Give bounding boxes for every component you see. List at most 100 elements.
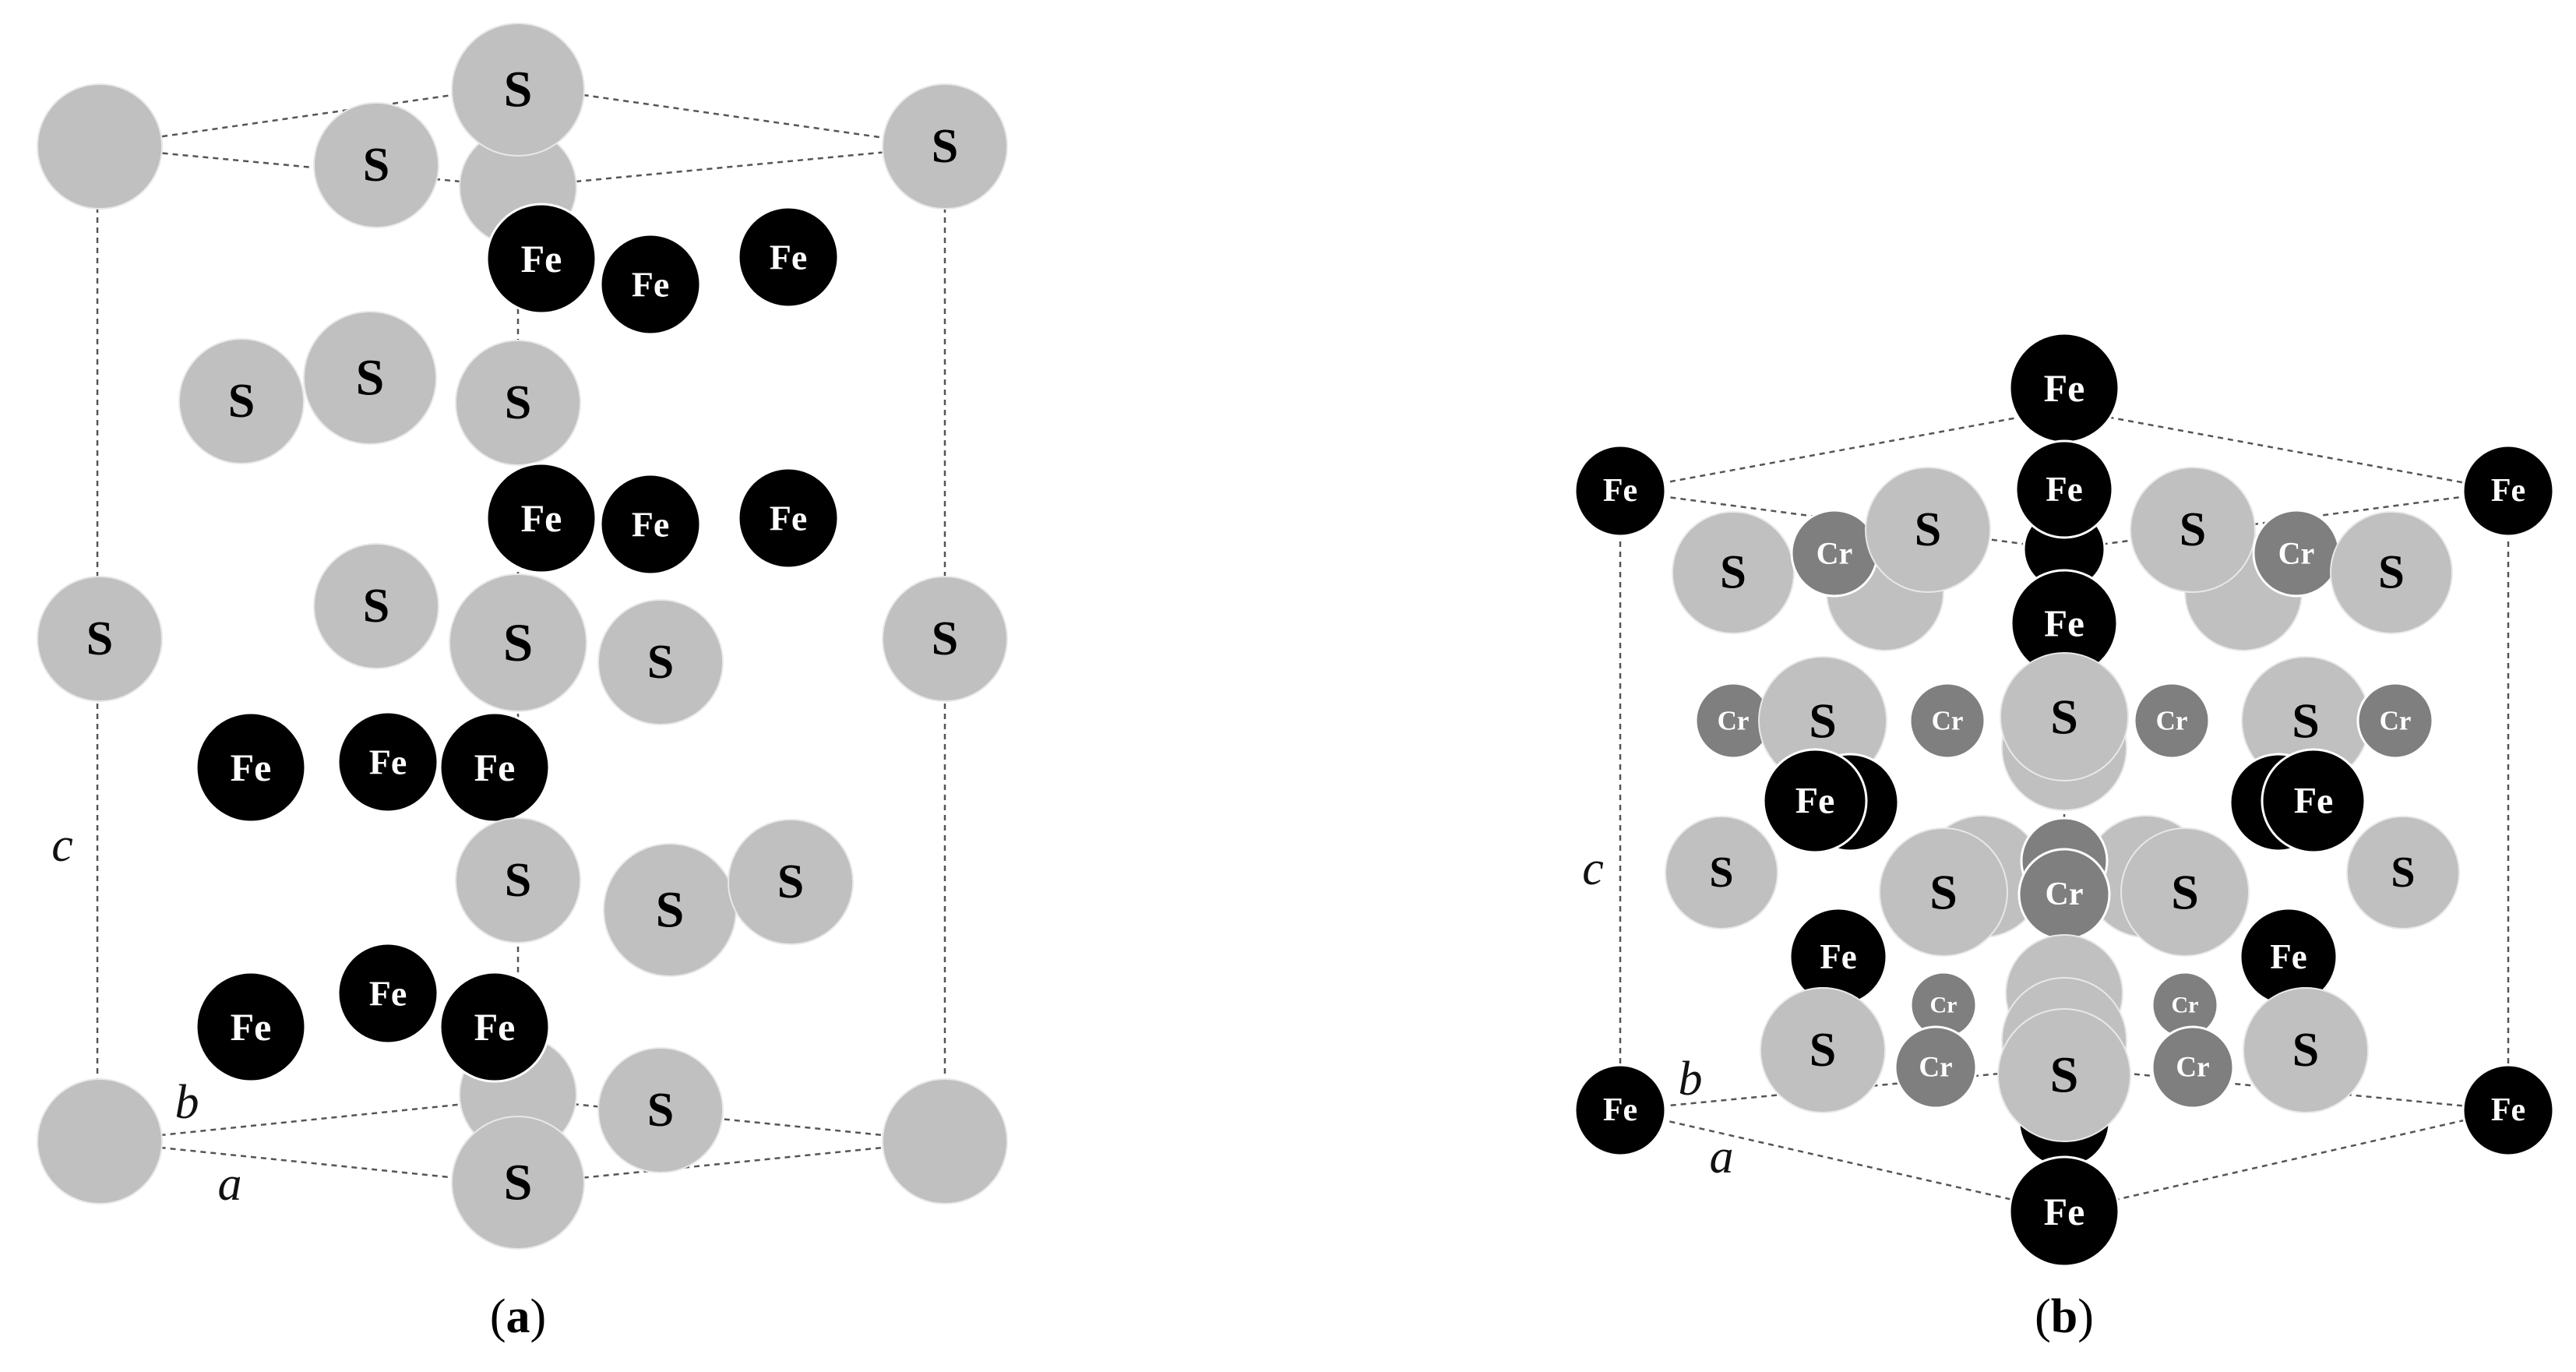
atom-s: S (603, 843, 737, 977)
atom-s-sphere (451, 1116, 585, 1250)
atom-s-label: S (2292, 1024, 2319, 1077)
atom-cr: Cr (2017, 848, 2111, 941)
atom-s: S (451, 23, 585, 157)
atom-fe-sphere (337, 942, 439, 1045)
atom-s-label: S (2292, 693, 2320, 749)
panel-b-axis-a-label: a (1710, 1130, 1734, 1183)
atom-fe-label: Fe (632, 265, 670, 305)
panel-a-caption: (a) (490, 1290, 546, 1343)
atom-fe-label: Fe (2491, 473, 2525, 509)
atom-fe-label: Fe (1795, 781, 1835, 822)
atom-s-sphere (1997, 1008, 2131, 1142)
atom-s-sphere (597, 1047, 724, 1173)
atom-s-sphere (449, 573, 587, 712)
atom-s-label: S (363, 139, 389, 192)
atom-s-sphere (882, 576, 1008, 702)
atom-fe: Fe (599, 473, 702, 576)
atom-fe: Fe (195, 971, 307, 1083)
atom-s: S (313, 102, 439, 228)
atom-fe: Fe (599, 233, 702, 336)
atom-fe-sphere (2461, 444, 2555, 538)
atom-cr: Cr (1790, 509, 1879, 598)
atom-cr-sphere (1908, 682, 1986, 760)
atom-fe-sphere (1573, 1063, 1667, 1157)
atom-fe-label: Fe (632, 505, 670, 545)
atom-s-sphere (597, 599, 724, 725)
atom-s: S (882, 576, 1008, 702)
atom-fe-sphere (195, 971, 307, 1083)
atom-s: S (2243, 987, 2369, 1113)
atom-s-label: S (932, 120, 958, 173)
atom-s-sphere (455, 817, 581, 943)
atom-cr-sphere (2133, 682, 2211, 760)
atom-fe: Fe (1762, 748, 1868, 854)
atom-cr-label: Cr (2176, 1052, 2209, 1084)
atom-fe-sphere (599, 233, 702, 336)
atom-fe-label: Fe (1820, 937, 1856, 976)
atom-fe-label: Fe (770, 238, 808, 277)
atom-s (37, 83, 163, 210)
atom-fe: Fe (2008, 1155, 2120, 1268)
atom-fe-sphere (599, 473, 702, 576)
atom-fe-label: Fe (1603, 473, 1637, 509)
panel-a-axis-b-label: b (175, 1076, 199, 1129)
atom-fe-sphere (439, 971, 551, 1083)
atom-s-label: S (647, 1084, 674, 1137)
atom-fe: Fe (737, 467, 840, 570)
atom-cr-label: Cr (1718, 706, 1750, 736)
atom-s-label: S (1929, 865, 1958, 920)
atom-s-sphere (2000, 652, 2129, 781)
atom-s-sphere (2243, 987, 2369, 1113)
atom-s-label: S (1809, 693, 1837, 749)
atom-s-sphere (37, 1078, 163, 1204)
atom-s-label: S (356, 350, 385, 407)
atom-s-sphere (1760, 987, 1886, 1113)
atom-s-label: S (86, 612, 113, 665)
panel-b-axis-b-label: b (1679, 1053, 1703, 1106)
atom-s-sphere (882, 83, 1008, 210)
atom-fe-sphere (737, 467, 840, 570)
atom-fe: Fe (439, 971, 551, 1083)
atom-fe-label: Fe (369, 742, 407, 782)
atom-fe: Fe (2010, 569, 2119, 678)
atom-cr: Cr (2252, 509, 2341, 598)
atom-cr-sphere (2356, 682, 2434, 760)
atom-cr-label: Cr (2172, 993, 2199, 1018)
atom-fe-label: Fe (2044, 602, 2084, 645)
atom-cr-label: Cr (2278, 536, 2315, 571)
atom-s-sphere (1865, 467, 1991, 593)
atom-s-sphere (882, 1078, 1008, 1204)
atom-s: S (449, 573, 587, 712)
atom-fe: Fe (485, 203, 597, 315)
atom-s-sphere (2330, 511, 2453, 634)
atom-s (882, 1078, 1008, 1204)
atom-s: S (1672, 511, 1795, 634)
atom-fe-label: Fe (1603, 1092, 1637, 1128)
atom-s: S (2346, 816, 2460, 929)
atom-s: S (597, 1047, 724, 1173)
atom-s-sphere (313, 102, 439, 228)
atom-s: S (455, 340, 581, 466)
atom-cr-label: Cr (2046, 876, 2084, 912)
atom-s: S (1758, 656, 1887, 785)
atom-cr-label: Cr (1817, 536, 1853, 571)
atom-s-label: S (2180, 503, 2206, 556)
atom-cr: Cr (2151, 971, 2219, 1039)
atom-s-sphere (455, 340, 581, 466)
atom-s: S (2130, 467, 2256, 593)
atom-s-label: S (2050, 1047, 2079, 1104)
atom-fe-label: Fe (2044, 366, 2085, 410)
atom-s-label: S (504, 62, 533, 118)
atom-fe-label: Fe (369, 974, 407, 1014)
atom-s: S (882, 83, 1008, 210)
atom-cr: Cr (1908, 682, 1986, 760)
atom-s-label: S (2050, 690, 2078, 745)
atom-cr: Cr (2356, 682, 2434, 760)
atom-fe-label: Fe (2044, 1190, 2085, 1233)
atom-s-label: S (1709, 848, 1733, 897)
atom-fe: Fe (2014, 439, 2114, 539)
atom-s-label: S (503, 613, 533, 672)
